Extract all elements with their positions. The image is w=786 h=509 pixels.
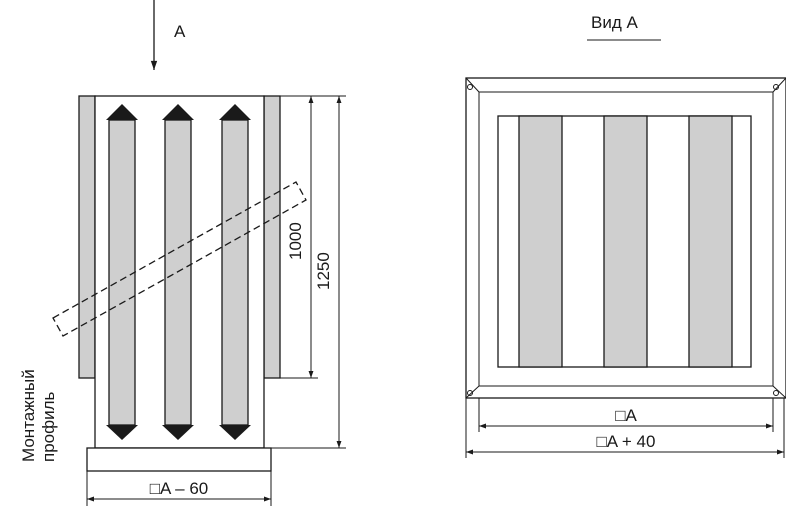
baffle-face-1 (518, 115, 563, 368)
mounting-profile-dashed (52, 181, 307, 337)
dimension-1250: 1250 (314, 252, 333, 290)
mounting-profile-label-line2: профиль (39, 391, 58, 462)
side-view: A 1000 (19, 0, 346, 506)
baffle-3 (219, 104, 251, 440)
dimension-a-plus-40: □A + 40 (597, 432, 656, 451)
mounting-hole-top-left (467, 84, 473, 90)
mounting-profile-left (78, 95, 96, 379)
dimension-1000: 1000 (286, 222, 305, 260)
baffle-2 (162, 104, 194, 440)
inner-frame (478, 91, 774, 387)
view-direction-label: A (174, 22, 186, 41)
baffle-1 (106, 104, 138, 440)
baffle-face-2 (603, 115, 648, 368)
view-a: Вид А □A □A + 40 (465, 13, 786, 458)
mounting-hole-bottom-right (773, 390, 779, 396)
dimension-a-minus-60: □A – 60 (150, 479, 208, 498)
mounting-profile-label-line1: Монтажный (19, 369, 38, 462)
mounting-profile-right (263, 95, 281, 379)
baffle-face-3 (688, 115, 733, 368)
base-flange (86, 447, 272, 472)
dimension-a: □A (615, 406, 637, 425)
mounting-hole-bottom-left (467, 390, 473, 396)
mounting-hole-top-right (773, 84, 779, 90)
view-a-title: Вид А (591, 13, 638, 32)
